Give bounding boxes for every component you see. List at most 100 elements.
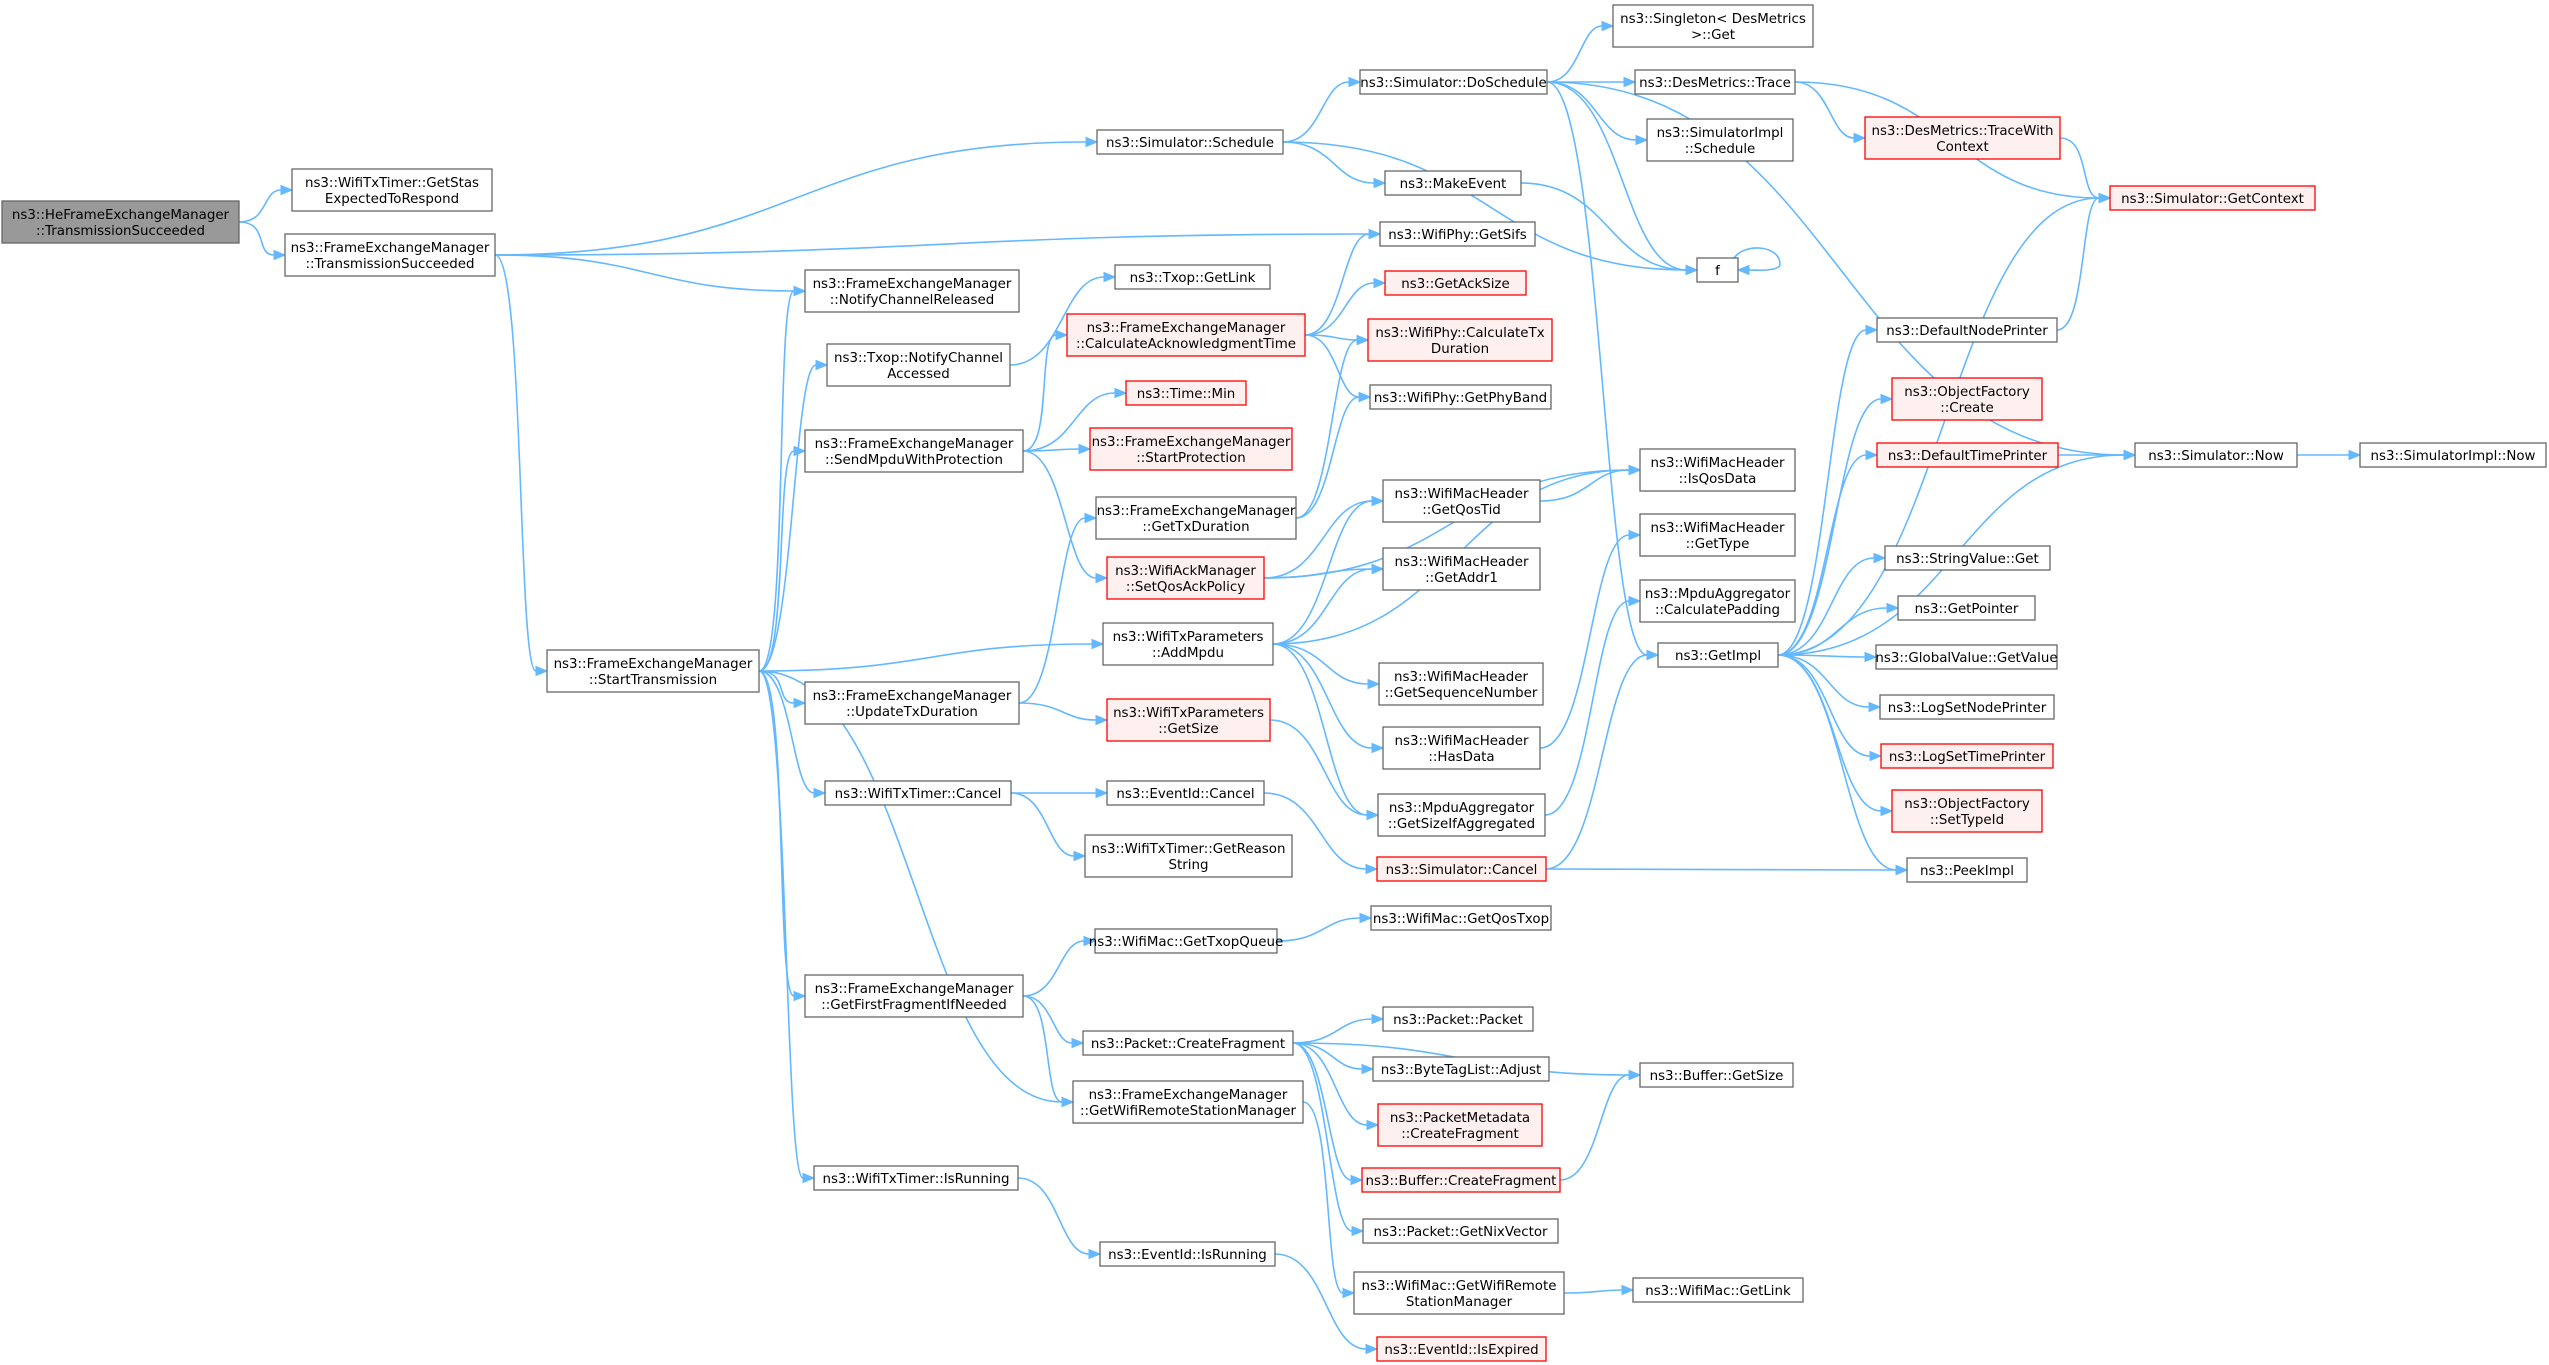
edge-arrowhead xyxy=(1880,393,1894,405)
node-getimpl[interactable]: ns3::GetImpl xyxy=(1657,642,1779,668)
node-makeevent[interactable]: ns3::MakeEvent xyxy=(1384,170,1522,196)
node-deftimeprinter[interactable]: ns3::DefaultTimePrinter xyxy=(1876,442,2059,468)
node-label: ns3::Simulator::GetContext xyxy=(2121,192,2304,207)
node-of-create[interactable]: ns3::ObjectFactory::Create xyxy=(1891,377,2043,421)
edge-arrowhead xyxy=(1367,678,1381,690)
node-wam-setqos[interactable]: ns3::WifiAckManager::SetQosAckPolicy xyxy=(1106,556,1265,600)
edge-arrowhead xyxy=(802,1172,816,1184)
node-label: ns3::GlobalValue::GetValue xyxy=(1875,651,2057,666)
node-label: ::GetFirstFragmentIfNeeded xyxy=(821,998,1006,1013)
node-wphy-getsifs[interactable]: ns3::WifiPhy::GetSifs xyxy=(1379,221,1536,247)
node-wmac-getlink[interactable]: ns3::WifiMac::GetLink xyxy=(1632,1277,1804,1303)
node-wtp-getsize[interactable]: ns3::WifiTxParameters::GetSize xyxy=(1106,698,1271,742)
node-wtp-addmpdu[interactable]: ns3::WifiTxParameters::AddMpdu xyxy=(1102,622,1274,666)
node-box xyxy=(2134,442,2298,468)
node-fem-calcack[interactable]: ns3::FrameExchangeManager::CalculateAckn… xyxy=(1066,313,1306,357)
node-fem-notify[interactable]: ns3::FrameExchangeManager::NotifyChannel… xyxy=(804,269,1020,313)
node-box xyxy=(804,974,1024,1018)
node-fem-updatetx[interactable]: ns3::FrameExchangeManager::UpdateTxDurat… xyxy=(804,681,1020,725)
node-singleton-get[interactable]: ns3::Singleton< DesMetrics>::Get xyxy=(1612,4,1814,48)
node-fem-getfirst[interactable]: ns3::FrameExchangeManager::GetFirstFragm… xyxy=(804,974,1024,1018)
node-sim-schedule[interactable]: ns3::Simulator::Schedule xyxy=(1096,129,1284,155)
node-wmh-isqosdata[interactable]: ns3::WifiMacHeader::IsQosData xyxy=(1639,448,1796,492)
node-label: ns3::Singleton< DesMetrics xyxy=(1620,12,1806,27)
node-label: ns3::EventId::Cancel xyxy=(1116,787,1254,802)
node-pm-createfrag[interactable]: ns3::PacketMetadata::CreateFragment xyxy=(1377,1103,1543,1147)
node-pkt-packet[interactable]: ns3::Packet::Packet xyxy=(1382,1006,1534,1032)
node-fem-sendmpdu[interactable]: ns3::FrameExchangeManager::SendMpduWithP… xyxy=(804,429,1024,473)
node-label: ns3::WifiMac::GetQosTxop xyxy=(1373,912,1549,927)
node-pkt-getnix[interactable]: ns3::Packet::GetNixVector xyxy=(1362,1218,1559,1244)
edge-arrowhead xyxy=(1628,529,1642,541)
node-box xyxy=(1367,318,1553,362)
node-logsettime[interactable]: ns3::LogSetTimePrinter xyxy=(1880,743,2054,769)
node-txop-getlink[interactable]: ns3::Txop::GetLink xyxy=(1114,264,1271,290)
edge-arrowhead xyxy=(1865,324,1879,336)
edge-arrowhead xyxy=(793,285,807,297)
node-simimpl-now[interactable]: ns3::SimulatorImpl::Now xyxy=(2359,442,2547,468)
node-wmh-getaddr1[interactable]: ns3::WifiMacHeader::GetAddr1 xyxy=(1382,547,1541,591)
node-pkt-createfrag[interactable]: ns3::Packet::CreateFragment xyxy=(1082,1030,1294,1056)
node-fem-getwrsm[interactable]: ns3::FrameExchangeManager::GetWifiRemote… xyxy=(1072,1080,1304,1124)
edge-wtt-isrunning-to-eventid-isrunning xyxy=(1017,1177,1090,1255)
node-label: ::IsQosData xyxy=(1679,472,1757,487)
node-wmh-hasdata[interactable]: ns3::WifiMacHeader::HasData xyxy=(1382,726,1541,770)
node-btl-adjust[interactable]: ns3::ByteTagList::Adjust xyxy=(1372,1056,1550,1082)
node-box xyxy=(1639,513,1796,557)
edge-fem-calcack-to-wphy-getband xyxy=(1304,334,1360,398)
node-wtt-getstas[interactable]: ns3::WifiTxTimer::GetStasExpectedToRespo… xyxy=(291,168,493,212)
node-wmh-getqostid[interactable]: ns3::WifiMacHeader::GetQosTid xyxy=(1382,479,1541,523)
node-wmh-gettype[interactable]: ns3::WifiMacHeader::GetType xyxy=(1639,513,1796,557)
node-mpdu-getsize[interactable]: ns3::MpduAggregator::GetSizeIfAggregated xyxy=(1377,793,1546,837)
node-stringvalue-get[interactable]: ns3::StringValue::Get xyxy=(1884,545,2051,571)
node-wtt-cancel[interactable]: ns3::WifiTxTimer::Cancel xyxy=(824,780,1012,806)
node-label: ns3::FrameExchangeManager xyxy=(815,982,1014,997)
node-buf-getsize[interactable]: ns3::Buffer::GetSize xyxy=(1639,1062,1794,1088)
node-label: ns3::WifiMacHeader xyxy=(1394,670,1528,685)
node-gv-getvalue[interactable]: ns3::GlobalValue::GetValue xyxy=(1875,644,2058,670)
node-box xyxy=(1382,726,1541,770)
node-desm-trace[interactable]: ns3::DesMetrics::Trace xyxy=(1634,69,1796,95)
node-wmh-getseq[interactable]: ns3::WifiMacHeader::GetSequenceNumber xyxy=(1378,662,1544,706)
edge-arrowhead xyxy=(793,445,807,457)
node-of-settypeid[interactable]: ns3::ObjectFactory::SetTypeId xyxy=(1891,789,2043,833)
node-mpdu-calcpad[interactable]: ns3::MpduAggregator::CalculatePadding xyxy=(1639,579,1796,623)
node-getpointer[interactable]: ns3::GetPointer xyxy=(1897,595,2036,621)
node-fem-gettxdur[interactable]: ns3::FrameExchangeManager::GetTxDuration xyxy=(1095,496,1297,540)
node-wmac-gettxopq[interactable]: ns3::WifiMac::GetTxopQueue xyxy=(1089,928,1284,954)
node-eventid-isrunning[interactable]: ns3::EventId::IsRunning xyxy=(1099,1241,1276,1267)
node-label: ns3::WifiAckManager xyxy=(1115,564,1256,579)
node-peekimpl[interactable]: ns3::PeekImpl xyxy=(1906,857,2028,883)
node-label: ::SetQosAckPolicy xyxy=(1126,580,1245,595)
node-time-min[interactable]: ns3::Time::Min xyxy=(1125,380,1247,406)
node-eventid-cancel[interactable]: ns3::EventId::Cancel xyxy=(1106,780,1265,806)
node-fem-ts[interactable]: ns3::FrameExchangeManager::TransmissionS… xyxy=(284,233,496,277)
node-wphy-getband[interactable]: ns3::WifiPhy::GetPhyBand xyxy=(1369,384,1552,410)
node-buf-createfrag[interactable]: ns3::Buffer::CreateFragment xyxy=(1361,1167,1561,1193)
node-sim-doschedule[interactable]: ns3::Simulator::DoSchedule xyxy=(1359,69,1548,95)
node-label: ns3::MpduAggregator xyxy=(1645,587,1791,602)
node-wtt-isrunning[interactable]: ns3::WifiTxTimer::IsRunning xyxy=(813,1165,1019,1191)
node-getacksize[interactable]: ns3::GetAckSize xyxy=(1384,270,1527,296)
node-wmac-getwrsm[interactable]: ns3::WifiMac::GetWifiRemoteStationManage… xyxy=(1353,1271,1565,1315)
node-label: ns3::WifiTxParameters xyxy=(1113,706,1264,721)
node-wmac-getqostxop[interactable]: ns3::WifiMac::GetQosTxop xyxy=(1370,905,1552,931)
node-sim-getcontext[interactable]: ns3::Simulator::GetContext xyxy=(2109,185,2316,211)
node-defnodeprinter[interactable]: ns3::DefaultNodePrinter xyxy=(1876,317,2058,343)
node-fem-startprot[interactable]: ns3::FrameExchangeManager::StartProtecti… xyxy=(1089,427,1293,471)
node-eventid-isexpired[interactable]: ns3::EventId::IsExpired xyxy=(1376,1336,1547,1362)
node-sim-now[interactable]: ns3::Simulator::Now xyxy=(2134,442,2298,468)
node-fem-start[interactable]: ns3::FrameExchangeManager::StartTransmis… xyxy=(546,649,760,693)
node-label: ns3::Packet::CreateFragment xyxy=(1091,1037,1285,1052)
node-label: ns3::FrameExchangeManager xyxy=(291,241,490,256)
node-logsetnode[interactable]: ns3::LogSetNodePrinter xyxy=(1879,694,2055,720)
node-label: String xyxy=(1169,858,1209,873)
node-f[interactable]: f xyxy=(1696,257,1739,283)
node-simimpl-schedule[interactable]: ns3::SimulatorImpl::Schedule xyxy=(1646,118,1794,162)
node-he-ts[interactable]: ns3::HeFrameExchangeManager::Transmissio… xyxy=(1,200,240,244)
node-sim-cancel[interactable]: ns3::Simulator::Cancel xyxy=(1376,856,1547,882)
